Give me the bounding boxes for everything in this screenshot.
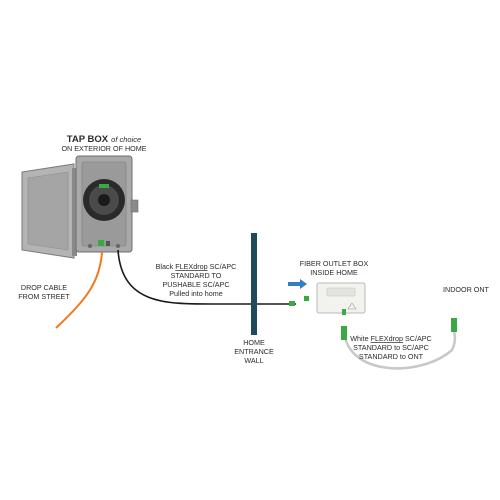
tap-box-screw-left [88, 244, 92, 248]
outlet-box-input-connector [304, 296, 309, 301]
outlet-box-output-connector [342, 309, 346, 315]
home-entrance-wall [251, 233, 257, 335]
black-cable-label-line3: PUSHABLE SC/APC [162, 280, 229, 289]
arrow-icon [288, 279, 307, 289]
tap-box-spool-hub [98, 194, 110, 206]
white-cable-connector-left [341, 326, 347, 340]
wall-label-line1: HOME [243, 338, 265, 347]
white-cable-line [342, 329, 457, 370]
ont-label: INDOOR ONT [443, 285, 490, 294]
drop-cable-label-line1: DROP CABLE [21, 283, 67, 292]
outlet-box-label-line1: FIBER OUTLET BOX [300, 259, 369, 268]
fiber-outlet-box [304, 282, 366, 315]
outlet-box-label-plate [326, 287, 356, 297]
tap-box [21, 155, 139, 259]
wall-label-line3: WALL [244, 356, 263, 365]
white-cable-connector-right [451, 318, 457, 332]
tap-box-hinge [72, 168, 77, 256]
black-cable-line [117, 249, 296, 305]
white-cable-label-line3: STANDARD to ONT [359, 352, 424, 361]
tap-box-latch [130, 199, 139, 213]
tap-box-green-clip [99, 184, 109, 188]
tap-box-subtitle: ON EXTERIOR OF HOME [61, 144, 146, 153]
white-cable-label-line2: STANDARD to SC/APC [353, 343, 429, 352]
wall-label-line2: ENTRANCE [234, 347, 274, 356]
black-cable-label-line2: STANDARD TO [171, 271, 222, 280]
white-cable-label-line1: White FLEXdrop SC/APC [350, 334, 432, 343]
black-cable-label-line4: Pulled into home [169, 289, 223, 298]
tap-box-screw-right [116, 244, 120, 248]
tap-box-door-panel [27, 171, 69, 251]
tap-box-port [106, 241, 110, 246]
drop-cable-line [55, 251, 103, 329]
outlet-box-label-line2: INSIDE HOME [310, 268, 358, 277]
outlet-box-body [316, 282, 366, 314]
warning-icon [347, 302, 357, 310]
black-cable-label-line1: Black FLEXdrop SC/APC [156, 262, 237, 271]
tap-box-port-connector [98, 240, 104, 246]
black-cable-connector [289, 301, 295, 306]
drop-cable-label-line2: FROM STREET [18, 292, 70, 301]
